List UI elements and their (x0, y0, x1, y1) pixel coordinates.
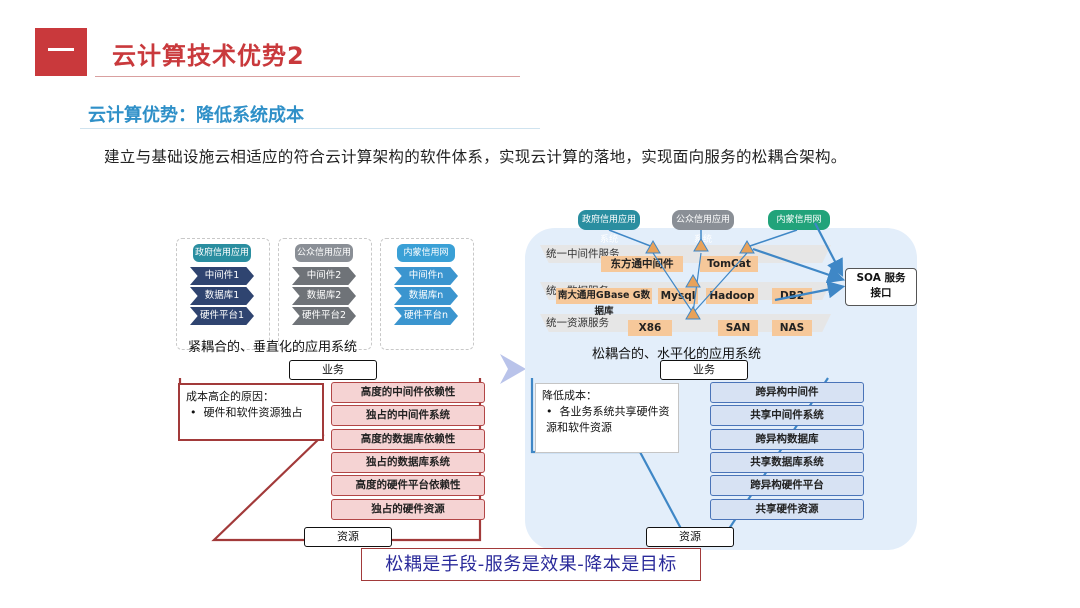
app-cylinder-3: 内蒙信用网 (397, 244, 455, 262)
stack3-layer-database: 数据库n (394, 287, 458, 305)
middleware-tag-2: TomCat (700, 256, 758, 272)
left-item-5: 高度的硬件平台依赖性 (331, 475, 485, 496)
right-item-3: 跨异构数据库 (710, 429, 864, 450)
database-tag-2: Mysql (658, 288, 698, 304)
lead-text: 建立与基础设施云相适应的符合云计算架构的软件体系，实现云计算的落地，实现面向服务… (104, 148, 847, 166)
stack3-layer-hardware: 硬件平台n (394, 307, 458, 325)
top-app-cylinder-1: 政府信用应用系统 (578, 210, 640, 245)
right-caption: 松耦合的、水平化的应用系统 (592, 347, 762, 362)
app-cylinder-1: 政府信用应用系统 (193, 244, 251, 276)
right-item-2: 共享中间件系统 (710, 405, 864, 426)
database-tag-1: 南大通用GBase G数据库 (556, 288, 652, 317)
database-tag-3: Hadoop (706, 288, 758, 304)
resource-tag-3: NAS (772, 320, 812, 336)
left-business-label: 业务 (289, 360, 377, 380)
stack2-layer-database: 数据库2 (292, 287, 356, 305)
transition-arrow-icon (500, 354, 526, 384)
motto-banner: 松耦是手段-服务是效果-降本是目标 (361, 548, 701, 581)
left-item-1: 高度的中间件依赖性 (331, 382, 485, 403)
cost-reduction-box: 降低成本： • 各业务系统共享硬件资源和软件资源 (535, 383, 679, 453)
page-subtitle: 云计算优势：降低系统成本 (88, 105, 304, 126)
cost-reason-title: 成本高企的原因： (186, 390, 274, 403)
band-resource: 统一资源服务 (540, 314, 831, 332)
soa-service-interface: SOA 服务接口 (845, 268, 917, 306)
cost-reason-item: • 硬件和软件资源独占 (190, 406, 303, 419)
left-item-3: 高度的数据库依赖性 (331, 429, 485, 450)
subtitle-divider (80, 128, 540, 129)
top-app-cylinder-3: 内蒙信用网 (768, 210, 830, 230)
right-business-label: 业务 (660, 360, 748, 380)
right-item-4: 共享数据库系统 (710, 452, 864, 473)
right-item-1: 跨异构中间件 (710, 382, 864, 403)
stack1-layer-hardware: 硬件平台1 (190, 307, 254, 325)
title-divider (95, 76, 520, 77)
left-resource-label: 资源 (304, 527, 392, 547)
app-cylinder-2: 公众信用应用系统 (295, 244, 353, 276)
left-caption: 紧耦合的、垂直化的应用系统 (188, 340, 358, 355)
cost-reduction-item: • 各业务系统共享硬件资源和软件资源 (546, 405, 670, 434)
cost-reduction-title: 降低成本： (542, 389, 597, 402)
right-item-6: 共享硬件资源 (710, 499, 864, 520)
right-resource-label: 资源 (646, 527, 734, 547)
stack2-layer-middleware: 中间件2 (292, 267, 356, 285)
section-number-badge (35, 28, 87, 76)
stack1-layer-middleware: 中间件1 (190, 267, 254, 285)
top-app-cylinder-2: 公众信用应用系统 (672, 210, 734, 245)
resource-tag-2: SAN (718, 320, 758, 336)
cost-reason-box: 成本高企的原因： • 硬件和软件资源独占 (178, 383, 324, 441)
left-item-4: 独占的数据库系统 (331, 452, 485, 473)
stack1-layer-database: 数据库1 (190, 287, 254, 305)
service-connections (608, 222, 846, 320)
left-item-2: 独占的中间件系统 (331, 405, 485, 426)
page-title: 云计算技术优势2 (112, 42, 305, 70)
resource-tag-1: X86 (628, 320, 672, 336)
stack2-layer-hardware: 硬件平台2 (292, 307, 356, 325)
stack3-layer-middleware: 中间件n (394, 267, 458, 285)
left-item-6: 独占的硬件资源 (331, 499, 485, 520)
dash-icon (48, 48, 74, 51)
right-item-5: 跨异构硬件平台 (710, 475, 864, 496)
